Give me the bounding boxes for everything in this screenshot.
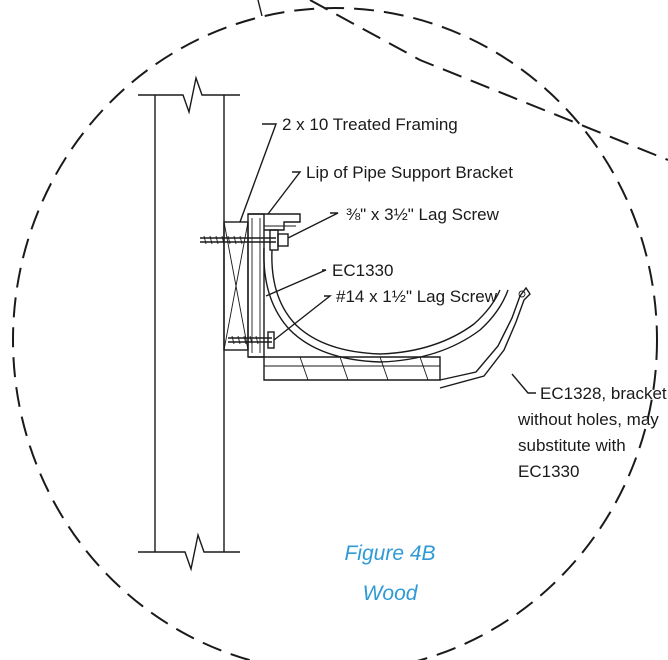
break-line-bottom — [138, 532, 240, 572]
label-ec1328-line2: without holes, may — [517, 410, 659, 429]
detail-boundary-circle — [12, 7, 658, 660]
pipe-support-bracket — [247, 213, 531, 389]
figure-caption: Figure 4B — [344, 542, 435, 565]
callout-leader-top — [257, 0, 263, 17]
label-ec1328-line4: EC1330 — [518, 462, 579, 481]
label-bracket-lip: Lip of Pipe Support Bracket — [306, 163, 513, 182]
break-line-top — [138, 75, 240, 115]
leader-framing — [239, 123, 278, 223]
callout-leaders — [239, 123, 536, 394]
label-ec1330: EC1330 — [332, 261, 393, 280]
large-lag-screw — [200, 229, 289, 251]
leader-lag-large — [287, 212, 339, 239]
label-large-lag-screw: ⅜" x 3½" Lag Screw — [346, 205, 500, 224]
secondary-detail-arc — [309, 0, 668, 161]
label-ec1328-line3: substitute with — [518, 436, 626, 455]
leader-ec1328 — [511, 373, 536, 394]
figure-subtitle: Wood — [363, 582, 419, 605]
leader-ec1330 — [265, 269, 327, 297]
leader-lip — [267, 171, 302, 215]
framing-block — [223, 221, 249, 351]
treated-framing-member — [138, 75, 240, 572]
label-ec1328-line1: EC1328, bracket — [540, 384, 667, 403]
label-small-lag-screw: #14 x 1½" Lag Screw — [336, 287, 498, 306]
label-treated-framing: 2 x 10 Treated Framing — [282, 115, 458, 134]
leader-lag-small — [273, 295, 333, 341]
small-lag-screw — [228, 331, 275, 349]
